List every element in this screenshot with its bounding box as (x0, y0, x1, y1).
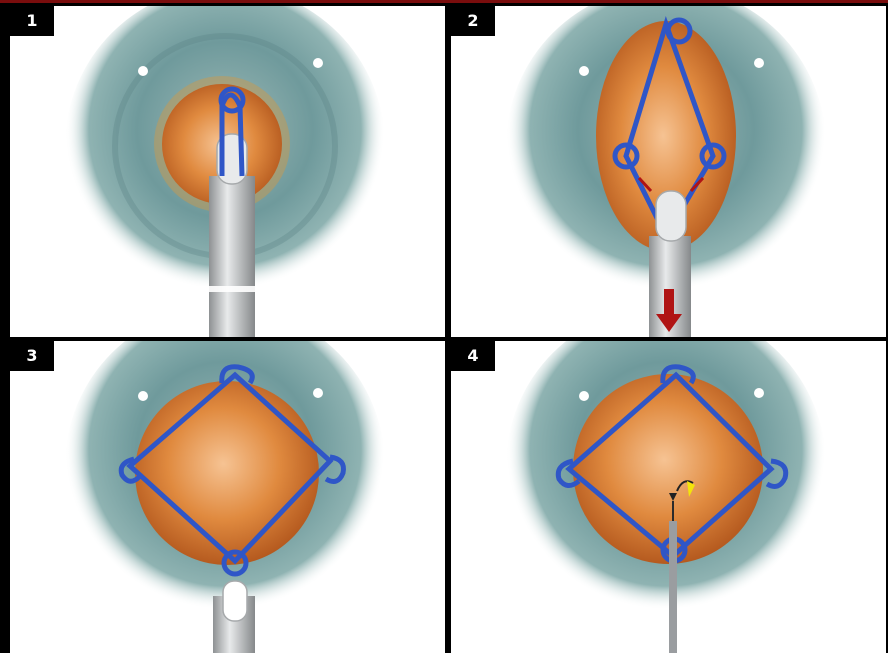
panel-step-2: 2 (451, 6, 886, 337)
panel-step-4: 4 (451, 341, 886, 653)
pupil (573, 374, 763, 564)
hook-instrument (669, 501, 677, 653)
panel-step-1: 1 (10, 6, 445, 337)
eye-illustration-1 (10, 6, 445, 337)
step-label-4: 4 (451, 341, 495, 371)
injector-tube (209, 176, 255, 337)
eye-illustration-2 (451, 6, 886, 337)
highlight-dot (313, 58, 323, 68)
pupil (135, 381, 319, 565)
highlight-dot (138, 66, 148, 76)
step-label-3: 3 (10, 341, 54, 371)
step-label-2: 2 (451, 6, 495, 36)
eye-illustration-4 (451, 341, 886, 653)
step-label-1: 1 (10, 6, 54, 36)
top-rule (0, 0, 888, 3)
eye-illustration-3 (10, 341, 445, 653)
panel-step-3: 3 (10, 341, 445, 653)
